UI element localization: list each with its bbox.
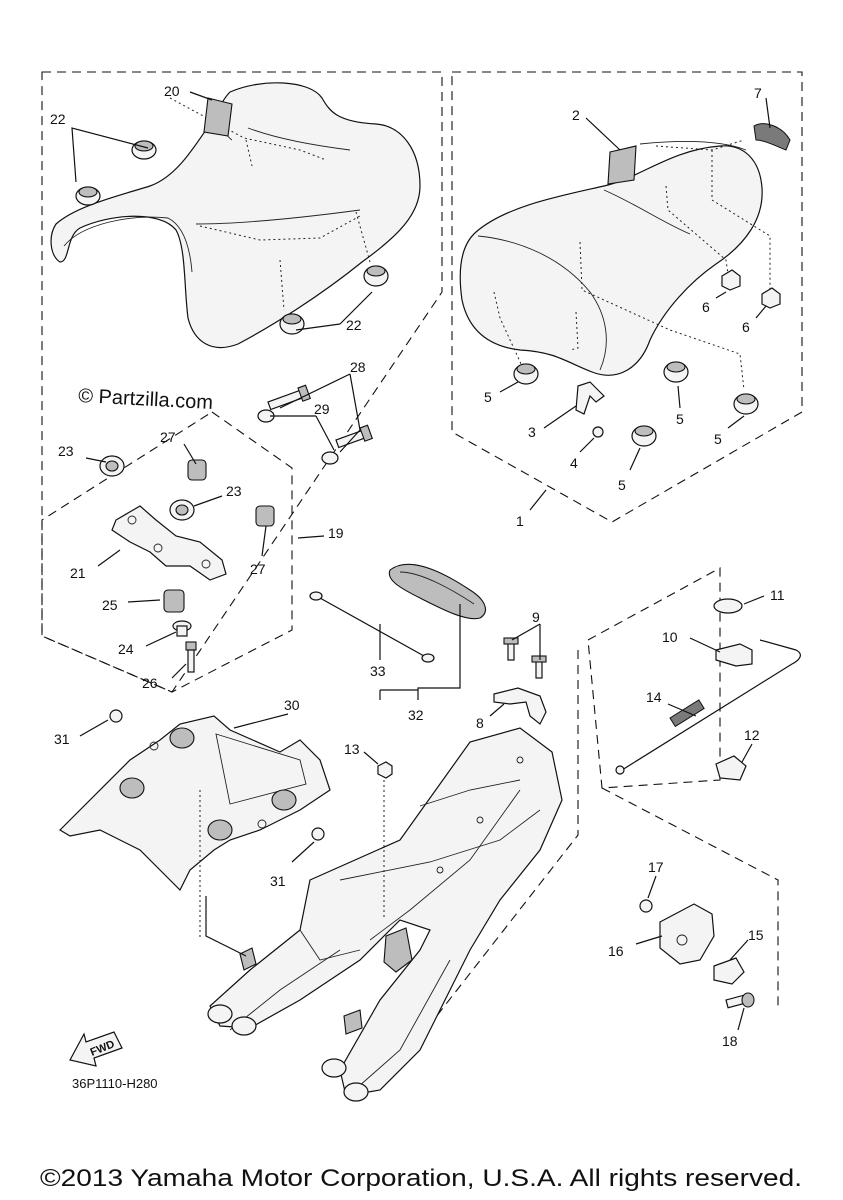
tray-30 xyxy=(59,715,331,892)
bracket-group-box xyxy=(41,411,293,693)
damper-25 xyxy=(163,589,185,613)
callout-23-a: 23 xyxy=(58,443,74,459)
callout-3: 3 xyxy=(528,424,536,440)
callout-5-c: 5 xyxy=(714,431,722,447)
main-seat-damper-5-b xyxy=(663,361,689,383)
callout-20: 20 xyxy=(164,83,180,99)
callout-5-d: 5 xyxy=(618,477,626,493)
callout-32: 32 xyxy=(408,707,424,723)
callout-27-b: 27 xyxy=(250,561,266,577)
callout-4: 4 xyxy=(570,455,578,471)
callout-26: 26 xyxy=(142,675,158,691)
callout-12: 12 xyxy=(744,727,760,743)
bracket-21 xyxy=(111,505,227,581)
callout-30: 30 xyxy=(284,697,300,713)
callout-15: 15 xyxy=(748,927,764,943)
cable-bracket-11 xyxy=(713,598,743,614)
callout-19: 19 xyxy=(328,525,344,541)
callout-5-b: 5 xyxy=(676,411,684,427)
rear-seat xyxy=(50,82,421,349)
main-seat xyxy=(459,139,771,391)
rear-seat-damper-22-a xyxy=(131,140,157,160)
lock-plate-16 xyxy=(659,903,715,965)
main-seat-damper-5-c xyxy=(733,393,759,415)
seat-lock-cable-33 xyxy=(309,591,435,663)
screw-31-a xyxy=(109,709,123,723)
main-seat-damper-5-a xyxy=(513,363,539,385)
bolt-24 xyxy=(172,620,192,637)
seat-bracket-3 xyxy=(575,381,605,415)
lock-15 xyxy=(713,957,745,985)
callout-6-b: 6 xyxy=(742,319,750,335)
callout-31-a: 31 xyxy=(54,731,70,747)
callout-24: 24 xyxy=(118,641,134,657)
callout-6-a: 6 xyxy=(702,299,710,315)
callout-23-b: 23 xyxy=(226,483,242,499)
copyright-notice: ©2013 Yamaha Motor Corporation, U.S.A. A… xyxy=(40,1165,802,1192)
rear-seat-damper-22-b xyxy=(75,186,101,206)
bolt-28-a xyxy=(267,384,312,411)
bracket-8 xyxy=(493,687,547,725)
lock-group-box xyxy=(601,787,779,1010)
rear-frame xyxy=(207,727,563,1102)
callout-33: 33 xyxy=(370,663,386,679)
callout-14: 14 xyxy=(646,689,662,705)
bolt-9-b xyxy=(531,655,547,679)
callout-9: 9 xyxy=(532,609,540,625)
seat-strap-7 xyxy=(753,123,791,151)
nut-6-b xyxy=(761,287,781,309)
callout-10: 10 xyxy=(662,629,678,645)
cable-bracket-12 xyxy=(715,755,747,781)
bolt-26 xyxy=(185,641,197,673)
diagram-code: 36P1110-H280 xyxy=(72,1076,158,1091)
callout-17: 17 xyxy=(648,859,664,875)
bolt-18 xyxy=(725,992,755,1009)
callout-2: 2 xyxy=(572,107,580,123)
washer-23-a xyxy=(99,455,125,477)
bolt-9-a xyxy=(503,637,519,661)
nut-17 xyxy=(639,899,653,913)
partzilla-watermark: © Partzilla.com xyxy=(78,385,214,414)
cable-holder-32 xyxy=(388,563,486,620)
callout-21: 21 xyxy=(70,565,86,581)
callout-22-b: 22 xyxy=(346,317,362,333)
nut-4 xyxy=(592,426,604,438)
callout-leaders xyxy=(71,91,771,1031)
callout-22-a: 22 xyxy=(50,111,66,127)
seat-label-sticker-20 xyxy=(203,97,233,137)
frame-group-line xyxy=(431,650,579,1023)
cable-bracket-10 xyxy=(715,643,753,667)
fwd-arrow-icon: FWD xyxy=(69,1031,123,1067)
grommet-27-b xyxy=(255,505,275,527)
rear-seat-damper-22-c xyxy=(363,265,389,287)
seat-lock-cable-14 xyxy=(615,639,801,775)
nut-13 xyxy=(377,761,393,779)
callout-31-b: 31 xyxy=(270,873,286,889)
callout-29: 29 xyxy=(314,401,330,417)
callout-1: 1 xyxy=(516,513,524,529)
callout-28: 28 xyxy=(350,359,366,375)
collar-29-b xyxy=(321,451,339,465)
callout-7: 7 xyxy=(754,85,762,101)
callout-18: 18 xyxy=(722,1033,738,1049)
callout-16: 16 xyxy=(608,943,624,959)
callout-25: 25 xyxy=(102,597,118,613)
callout-numbers: 1 2 3 4 5 5 5 5 6 6 7 8 9 10 11 12 13 14… xyxy=(50,83,785,1049)
washer-23-b xyxy=(169,499,195,521)
callout-11: 11 xyxy=(770,587,785,603)
callout-13: 13 xyxy=(344,741,360,757)
callout-8: 8 xyxy=(476,715,484,731)
main-seat-damper-5-d xyxy=(631,425,657,447)
screw-31-b xyxy=(311,827,325,841)
nut-6-a xyxy=(721,269,741,291)
callout-27-a: 27 xyxy=(160,429,176,445)
seat-label-sticker-2 xyxy=(607,145,637,185)
grommet-27-a xyxy=(187,459,207,481)
main-seat-group-box xyxy=(451,71,803,523)
callout-5-a: 5 xyxy=(484,389,492,405)
rear-seat-damper-22-d xyxy=(279,313,305,335)
cable-group-box xyxy=(587,567,721,789)
